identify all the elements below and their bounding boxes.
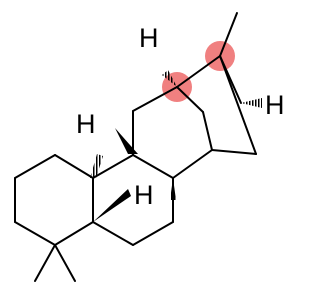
- bond: [54, 154, 94, 179]
- hashed-bond: [162, 70, 177, 87]
- bond: [211, 149, 257, 155]
- bond: [132, 221, 174, 246]
- atom-label-h-left: H: [76, 109, 96, 139]
- wedge-bond: [93, 189, 131, 222]
- molecule-structure-diagram: H H H H: [14, 12, 285, 282]
- bond: [14, 154, 56, 179]
- bond: [219, 55, 257, 155]
- bond: [54, 221, 94, 246]
- bond: [219, 12, 238, 57]
- bond: [132, 86, 178, 112]
- hashed-bond: [170, 178, 176, 200]
- bond: [176, 86, 204, 113]
- hashed-bond: [90, 154, 103, 178]
- bond: [172, 149, 213, 179]
- bond: [132, 154, 174, 179]
- atom-label-h-top: H: [139, 23, 159, 53]
- bond: [92, 221, 134, 246]
- bond: [176, 55, 221, 88]
- atom-label-h-right: H: [265, 90, 285, 120]
- atom-label-h-mid: H: [134, 180, 154, 210]
- bond: [92, 154, 134, 179]
- bond: [202, 111, 213, 151]
- wedge-bond: [115, 128, 138, 154]
- bond: [14, 221, 56, 246]
- bond: [34, 244, 56, 282]
- hashed-bond: [241, 98, 262, 108]
- bond: [54, 244, 76, 282]
